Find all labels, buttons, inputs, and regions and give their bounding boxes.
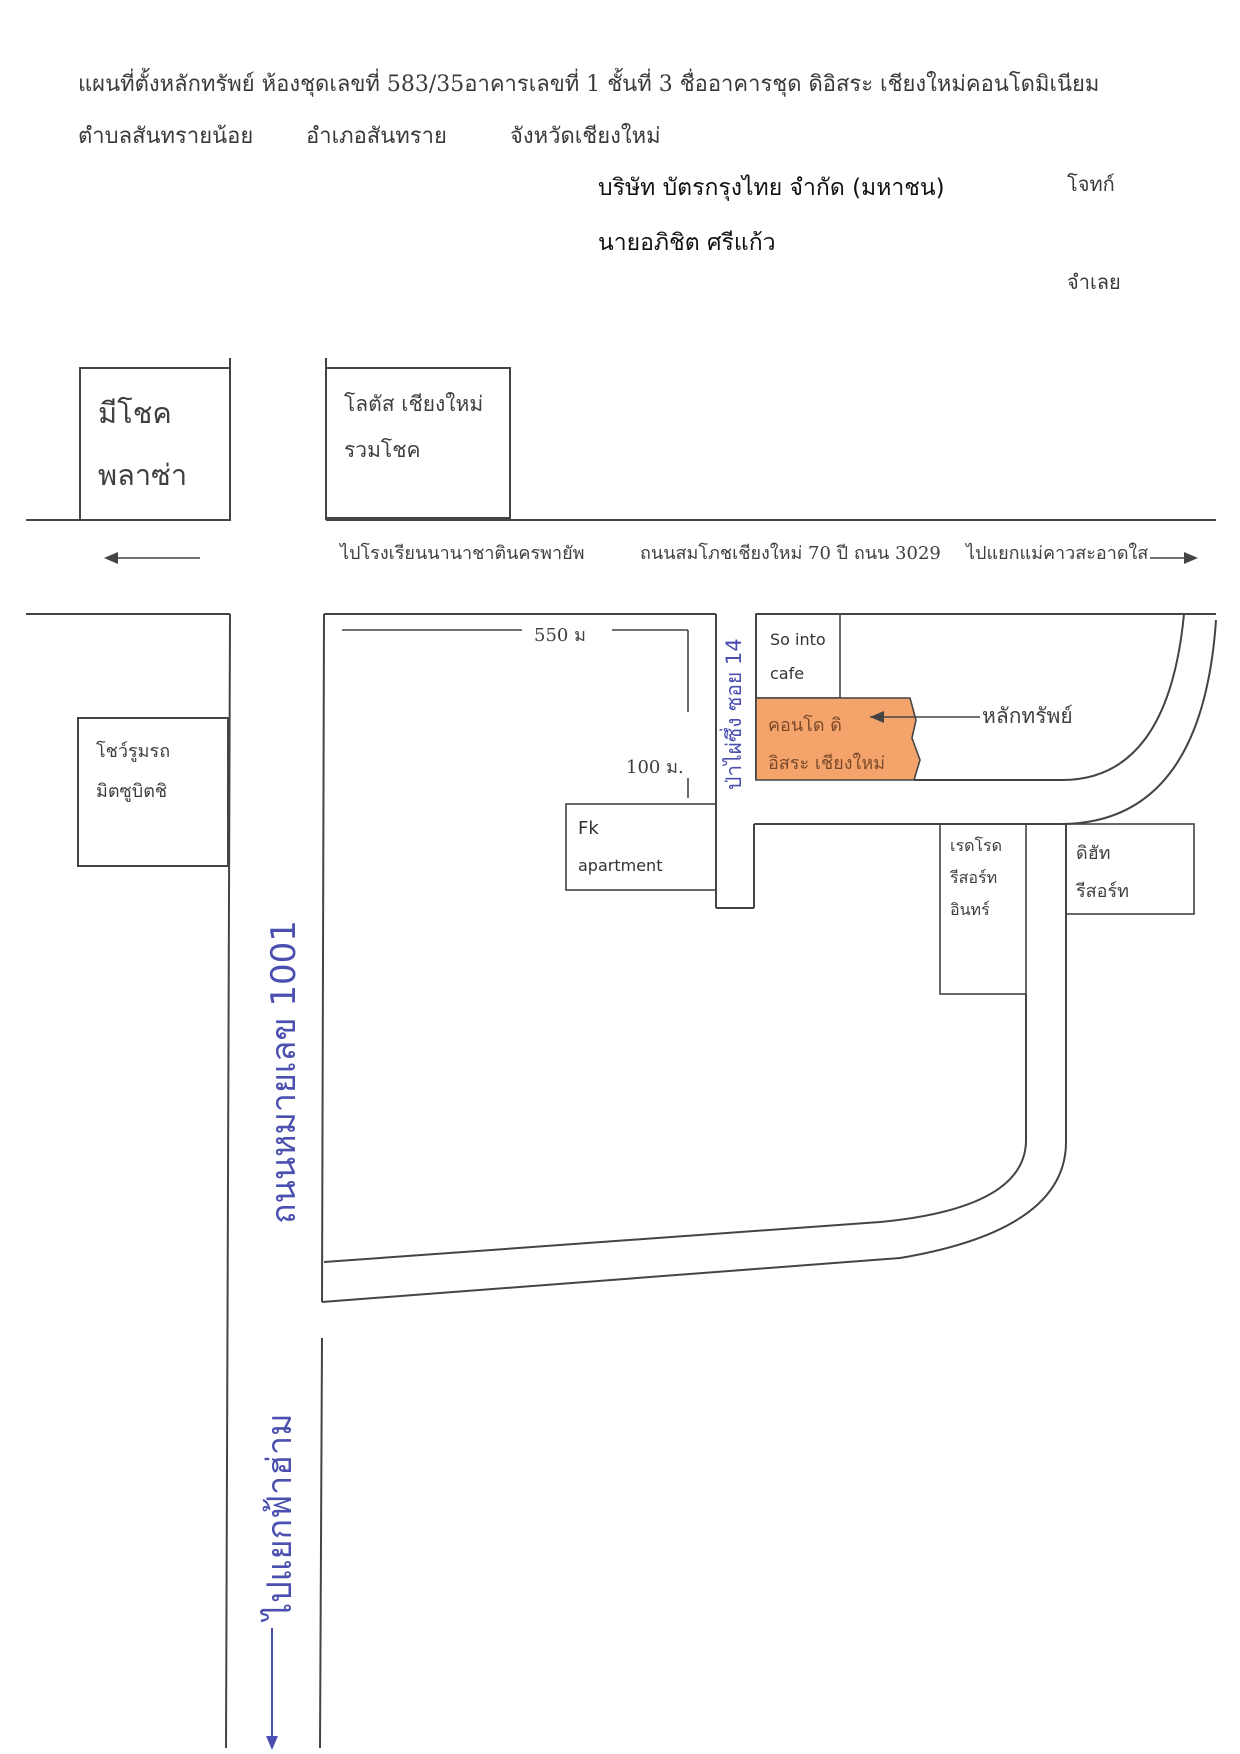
dehut-label-line1: ดิฮัท bbox=[1076, 843, 1111, 864]
main-road-label: ถนนสมโภชเชียงใหม่ 70 ปี ถนน 3029 bbox=[640, 543, 941, 564]
property-arrow-head bbox=[870, 711, 884, 723]
to-school-label: ไปโรงเรียนนานาชาติ​นครพายัพ bbox=[340, 543, 585, 564]
redroad-label-line2: รีสอร์ท bbox=[950, 868, 998, 887]
to-junction-label: ไปแยกแม่คาวสะอาดใส bbox=[966, 543, 1149, 564]
fk-label-line2: apartment bbox=[578, 856, 663, 875]
distance-550-label: 550 ม bbox=[534, 625, 586, 646]
distance-100-label: 100 ม. bbox=[626, 757, 684, 778]
redroad-resort-box bbox=[939, 823, 1027, 995]
road-1001-east-edge-low bbox=[319, 1337, 323, 1749]
road-1001-west-edge bbox=[225, 613, 231, 1749]
dehut-label-line2: รีสอร์ท bbox=[1076, 881, 1129, 902]
showroom-label-line2: มิตซูบิตชิ bbox=[96, 781, 168, 802]
district-label: อำเภอสันทราย bbox=[306, 124, 447, 149]
redroad-label-line3: อินทร์ bbox=[950, 900, 990, 919]
property-label: หลักทรัพย์ bbox=[982, 704, 1073, 728]
curved-road-inner bbox=[914, 613, 1185, 781]
plaintiff-role: โจทก์ bbox=[1067, 172, 1115, 196]
condo-label-line2: อิสระ เชียงใหม่ bbox=[768, 753, 886, 774]
west-arrow-head bbox=[104, 552, 118, 564]
loop-road-east-edge bbox=[321, 824, 1067, 1303]
province-label: จังหวัดเชียงใหม่ bbox=[510, 124, 661, 149]
soi14-label: ป่าไผ่ซึ่ง ซอย 14 bbox=[722, 638, 746, 790]
showroom-box bbox=[77, 717, 229, 867]
lotus-label-line1: โลตัส เชียงใหม่ bbox=[344, 392, 484, 416]
meechok-label-line1: มีโชค bbox=[98, 396, 172, 430]
south-arrow-head bbox=[266, 1736, 278, 1750]
fk-label-line1: Fk bbox=[578, 818, 599, 839]
meechok-label-line2: พลาซ่า bbox=[98, 458, 188, 492]
plaintiff-name: บริษัท บัตรกรุงไทย จำกัด (มหาชน) bbox=[598, 175, 945, 201]
defendant-role: จำเลย bbox=[1067, 270, 1121, 294]
so-into-cafe-box bbox=[755, 613, 841, 699]
road-1001-label: ถนนหมายเลข 1001 bbox=[264, 920, 304, 1224]
so-into-label-line2: cafe bbox=[770, 664, 805, 683]
to-faham-label: ไปแยกฟ้าฮ่าม bbox=[260, 1413, 300, 1620]
east-arrow-head bbox=[1184, 552, 1198, 564]
curved-road-outer bbox=[754, 619, 1217, 825]
showroom-label-line1: โชว์รูมรถ bbox=[96, 741, 171, 762]
lotus-label-line2: รวมโชค bbox=[344, 438, 421, 462]
subdistrict-label: ตำบลสันทรายน้อย bbox=[78, 124, 254, 149]
defendant-name: นายอภิชิต ศรีแก้ว bbox=[598, 230, 776, 256]
loop-road-west-edge bbox=[323, 994, 1027, 1263]
redroad-label-line1: เรดโรด bbox=[950, 836, 1003, 855]
header-title-line: แผนที่ตั้งหลักทรัพย์ ห้องชุดเลขที่ 583/3… bbox=[78, 72, 1100, 97]
fk-apartment-box bbox=[565, 803, 717, 891]
road-1001-east-edge bbox=[321, 613, 325, 1303]
so-into-label-line1: So into bbox=[770, 630, 826, 649]
condo-label-line1: คอนโด ดิ bbox=[768, 715, 842, 736]
